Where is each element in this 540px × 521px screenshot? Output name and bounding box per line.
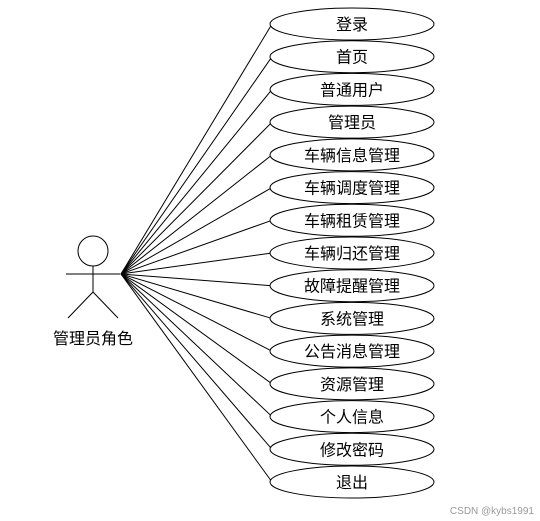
association-line: [120, 154, 273, 275]
association-line: [120, 23, 273, 275]
use-case-ellipse: [269, 40, 435, 74]
use-case: 车辆调度管理: [269, 171, 435, 205]
association-line: [120, 252, 273, 275]
use-case: 故障提醒管理: [269, 269, 435, 303]
actor-figure: 管理员角色: [53, 235, 133, 348]
use-case: 普通用户: [269, 72, 435, 106]
use-case: 公告消息管理: [269, 334, 435, 368]
use-case-label: 管理员: [328, 113, 376, 132]
use-case-label: 修改密码: [320, 440, 384, 459]
association-line: [120, 273, 273, 483]
association-line: [120, 273, 273, 287]
use-case-list: 登录首页普通用户管理员车辆信息管理车辆调度管理车辆租赁管理车辆归还管理故障提醒管…: [269, 7, 435, 499]
use-case-ellipse: [269, 269, 435, 303]
use-case-ellipse: [269, 203, 435, 237]
association-line: [120, 273, 273, 352]
use-case-label: 车辆归还管理: [304, 244, 400, 263]
use-case: 车辆信息管理: [269, 138, 435, 172]
use-case-label: 故障提醒管理: [304, 277, 400, 296]
association-line: [120, 219, 273, 275]
use-case-ellipse: [269, 334, 435, 368]
actor-label: 管理员角色: [53, 329, 133, 348]
watermark: CSDN @kybs1991: [449, 506, 534, 517]
use-case-label: 登录: [336, 15, 368, 34]
use-case: 车辆租赁管理: [269, 203, 435, 237]
use-case-label: 车辆租赁管理: [304, 211, 400, 230]
use-case-ellipse: [269, 72, 435, 106]
use-case-label: 首页: [336, 48, 368, 67]
association-lines: [120, 23, 273, 483]
use-case-ellipse: [269, 105, 435, 139]
use-case: 系统管理: [269, 301, 435, 335]
use-case-label: 个人信息: [320, 408, 384, 427]
association-line: [120, 187, 273, 275]
use-case-label: 系统管理: [320, 309, 384, 328]
association-line: [120, 121, 273, 275]
association-line: [120, 273, 273, 319]
use-case: 首页: [269, 40, 435, 74]
use-case: 退出: [269, 465, 435, 499]
use-case-ellipse: [269, 400, 435, 434]
use-case-ellipse: [269, 465, 435, 499]
use-case-label: 资源管理: [320, 375, 384, 394]
use-case-label: 车辆调度管理: [304, 179, 400, 198]
use-case-ellipse: [269, 432, 435, 466]
use-case-ellipse: [269, 236, 435, 270]
use-case-label: 车辆信息管理: [304, 146, 400, 165]
use-case: 个人信息: [269, 400, 435, 434]
use-case-label: 退出: [336, 473, 368, 492]
actor-head: [77, 235, 109, 267]
use-case-ellipse: [269, 301, 435, 335]
association-line: [120, 273, 273, 417]
association-line: [120, 273, 273, 385]
actor-left-leg: [67, 291, 94, 319]
use-case: 登录: [269, 7, 435, 41]
use-case: 管理员: [269, 105, 435, 139]
use-case: 修改密码: [269, 432, 435, 466]
association-line: [120, 56, 273, 275]
use-case-ellipse: [269, 367, 435, 401]
use-case: 车辆归还管理: [269, 236, 435, 270]
actor-right-leg: [92, 291, 119, 319]
association-line: [120, 273, 273, 450]
use-case-ellipse: [269, 171, 435, 205]
use-case-label: 公告消息管理: [304, 342, 400, 361]
use-case-ellipse: [269, 138, 435, 172]
use-case: 资源管理: [269, 367, 435, 401]
use-case-ellipse: [269, 7, 435, 41]
association-line: [120, 89, 273, 275]
use-case-label: 普通用户: [320, 80, 384, 99]
